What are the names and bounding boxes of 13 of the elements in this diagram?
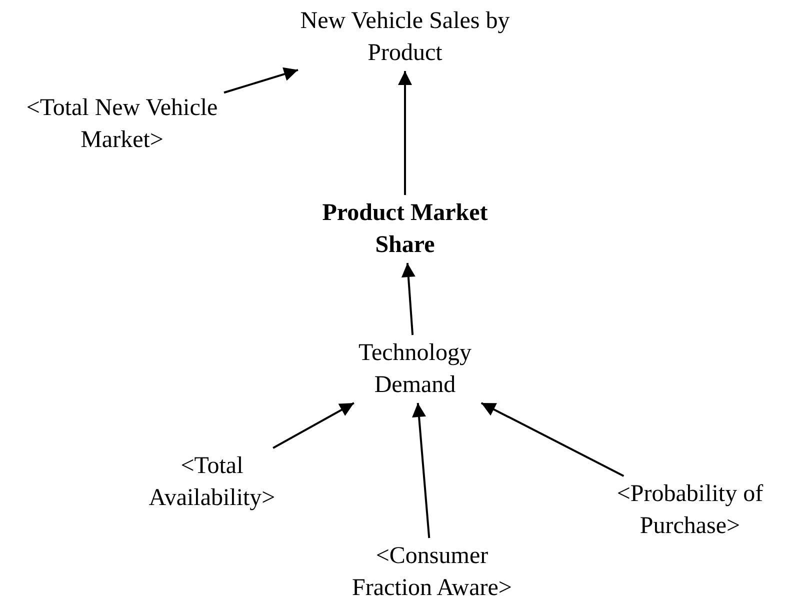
variable-label: <Total New Vehicle Market> — [22, 92, 222, 156]
variable-label: Technology Demand — [335, 337, 495, 401]
arrow — [412, 402, 430, 538]
arrow — [272, 402, 354, 449]
variable-label: <Total Availability> — [127, 450, 297, 514]
arrow — [480, 402, 624, 477]
variable-label: <Consumer Fraction Aware> — [347, 540, 517, 604]
variable-label: New Vehicle Sales by Product — [300, 5, 510, 69]
arrow — [401, 262, 416, 336]
variable-label: <Probability of Purchase> — [585, 478, 795, 542]
arrow — [224, 67, 298, 94]
variable-label: Product Market Share — [310, 197, 500, 261]
arrow — [398, 71, 412, 195]
